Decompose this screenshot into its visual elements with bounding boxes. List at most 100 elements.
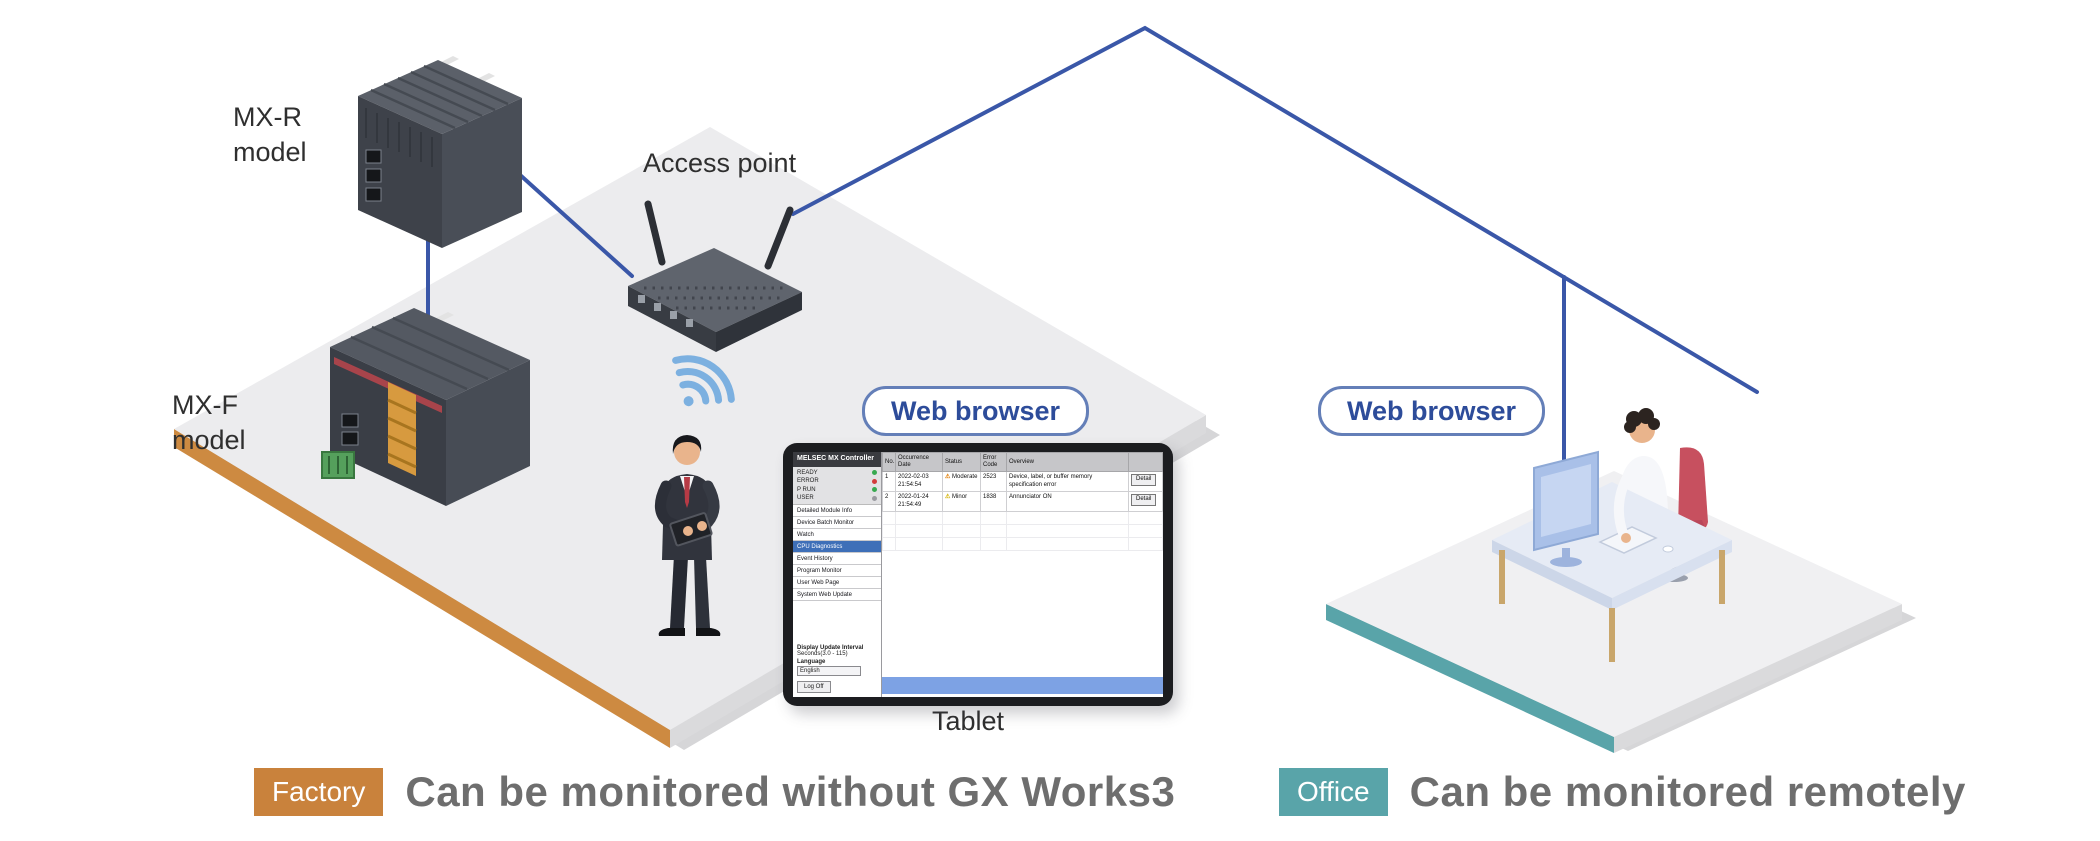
office-badge: Office <box>1279 768 1388 816</box>
led-row: USER <box>797 494 877 502</box>
empty-cell <box>942 524 981 539</box>
tablet-menu-item[interactable]: System Web Update <box>793 589 881 602</box>
antenna-right <box>764 206 794 270</box>
office-person-arm <box>1613 461 1639 541</box>
cell-date: 2022-01-24 21:54:49 <box>895 491 943 513</box>
factory-person <box>655 435 721 636</box>
detail-button[interactable]: Detail <box>1131 474 1157 486</box>
empty-cell <box>980 537 1007 552</box>
empty-cell <box>895 524 943 539</box>
web-browser-pill-factory: Web browser <box>862 386 1090 436</box>
office-scene <box>1492 408 1732 662</box>
led-indicator <box>872 487 877 493</box>
led-row: READY <box>797 469 877 477</box>
cell-no: 2 <box>882 491 896 513</box>
language-select[interactable]: English <box>797 666 861 676</box>
tablet-menu-item[interactable]: Program Monitor <box>793 565 881 578</box>
mxr-ethernet-ports <box>365 149 382 202</box>
empty-cell <box>942 511 981 526</box>
led-row: P RUN <box>797 486 877 494</box>
web-browser-pill-factory-label: Web browser <box>891 395 1061 426</box>
led-label: ERROR <box>797 478 819 485</box>
factory-caption: Can be monitored without GX Works3 <box>405 768 1176 815</box>
cell-status: ⚠ Minor <box>942 491 981 513</box>
empty-cell <box>1006 537 1129 552</box>
empty-cell <box>942 537 981 552</box>
language-label: Language <box>797 659 826 665</box>
tablet-menu-item[interactable]: CPU Diagnostics <box>793 541 881 554</box>
tablet-menu-item[interactable]: Device Batch Monitor <box>793 517 881 530</box>
empty-cell <box>1128 524 1163 539</box>
tablet-menu-item[interactable]: Detailed Module Info <box>793 505 881 518</box>
cell-no: 1 <box>882 471 896 493</box>
empty-cell <box>895 537 943 552</box>
table-row-empty <box>882 511 1163 526</box>
cell-date: 2022-02-03 21:54:54 <box>895 471 943 493</box>
cell-overview: Device, label, or buffer memory specific… <box>1006 471 1129 493</box>
factory-legend: Factory Can be monitored without GX Work… <box>254 768 1175 816</box>
table-header-cell: No. <box>882 452 896 473</box>
empty-cell <box>882 524 896 539</box>
tablet-menu-item[interactable]: Event History <box>793 553 881 566</box>
mxf-wiring-duct <box>388 382 416 476</box>
table-header-cell: Status <box>942 452 981 473</box>
tablet-menu-item[interactable]: User Web Page <box>793 577 881 590</box>
logoff-button[interactable]: Log Off <box>797 681 831 693</box>
warning-icon: ⚠ <box>945 494 951 501</box>
mouse <box>1662 545 1674 553</box>
empty-cell <box>1006 511 1129 526</box>
led-row: ERROR <box>797 477 877 485</box>
mxf-device <box>321 308 530 506</box>
mxf-ports <box>341 413 359 446</box>
led-label: P RUN <box>797 486 816 493</box>
led-label: READY <box>797 469 818 476</box>
display-update-label: Display Update Interval <box>797 645 864 651</box>
cell-error-code: 1838 <box>980 491 1007 513</box>
web-browser-pill-office-label: Web browser <box>1347 395 1517 426</box>
access-point-label: Access point <box>643 148 797 178</box>
mxf-green-terminal <box>321 451 355 479</box>
cell-overview: Annunciator ON <box>1006 491 1129 513</box>
empty-cell <box>882 511 896 526</box>
wifi-icon <box>672 355 735 407</box>
mxr-label: MX-R model <box>233 102 307 167</box>
led-indicator <box>872 478 877 484</box>
mxf-label: MX-F model <box>172 390 246 455</box>
led-indicator <box>872 495 877 501</box>
empty-cell <box>980 511 1007 526</box>
cell-error-code: 2523 <box>980 471 1007 493</box>
detail-button[interactable]: Detail <box>1131 494 1157 506</box>
empty-cell <box>882 537 896 552</box>
display-update-value: Seconds(3.0 - 115) <box>797 651 848 657</box>
table-row-empty <box>882 524 1163 539</box>
network-lines <box>426 25 1759 462</box>
mxr-device <box>358 56 522 248</box>
tablet-app-title: MELSEC MX Controller <box>793 452 881 467</box>
tablet-label: Tablet <box>931 706 1005 736</box>
antenna-left <box>644 200 666 266</box>
cell-action: Detail <box>1128 471 1163 493</box>
tablet-menu-item[interactable]: Watch <box>793 529 881 542</box>
tablet-scrollbar[interactable] <box>882 677 1163 694</box>
cell-action: Detail <box>1128 491 1163 513</box>
empty-cell <box>1128 537 1163 552</box>
office-caption: Can be monitored remotely <box>1409 768 1966 815</box>
empty-cell <box>980 524 1007 539</box>
table-header-cell: Error Code <box>980 452 1007 473</box>
empty-cell <box>1006 524 1129 539</box>
access-point-device <box>628 200 802 352</box>
table-header-cell: Occurrence Date <box>895 452 943 473</box>
led-indicator <box>872 470 877 476</box>
empty-cell <box>1128 511 1163 526</box>
